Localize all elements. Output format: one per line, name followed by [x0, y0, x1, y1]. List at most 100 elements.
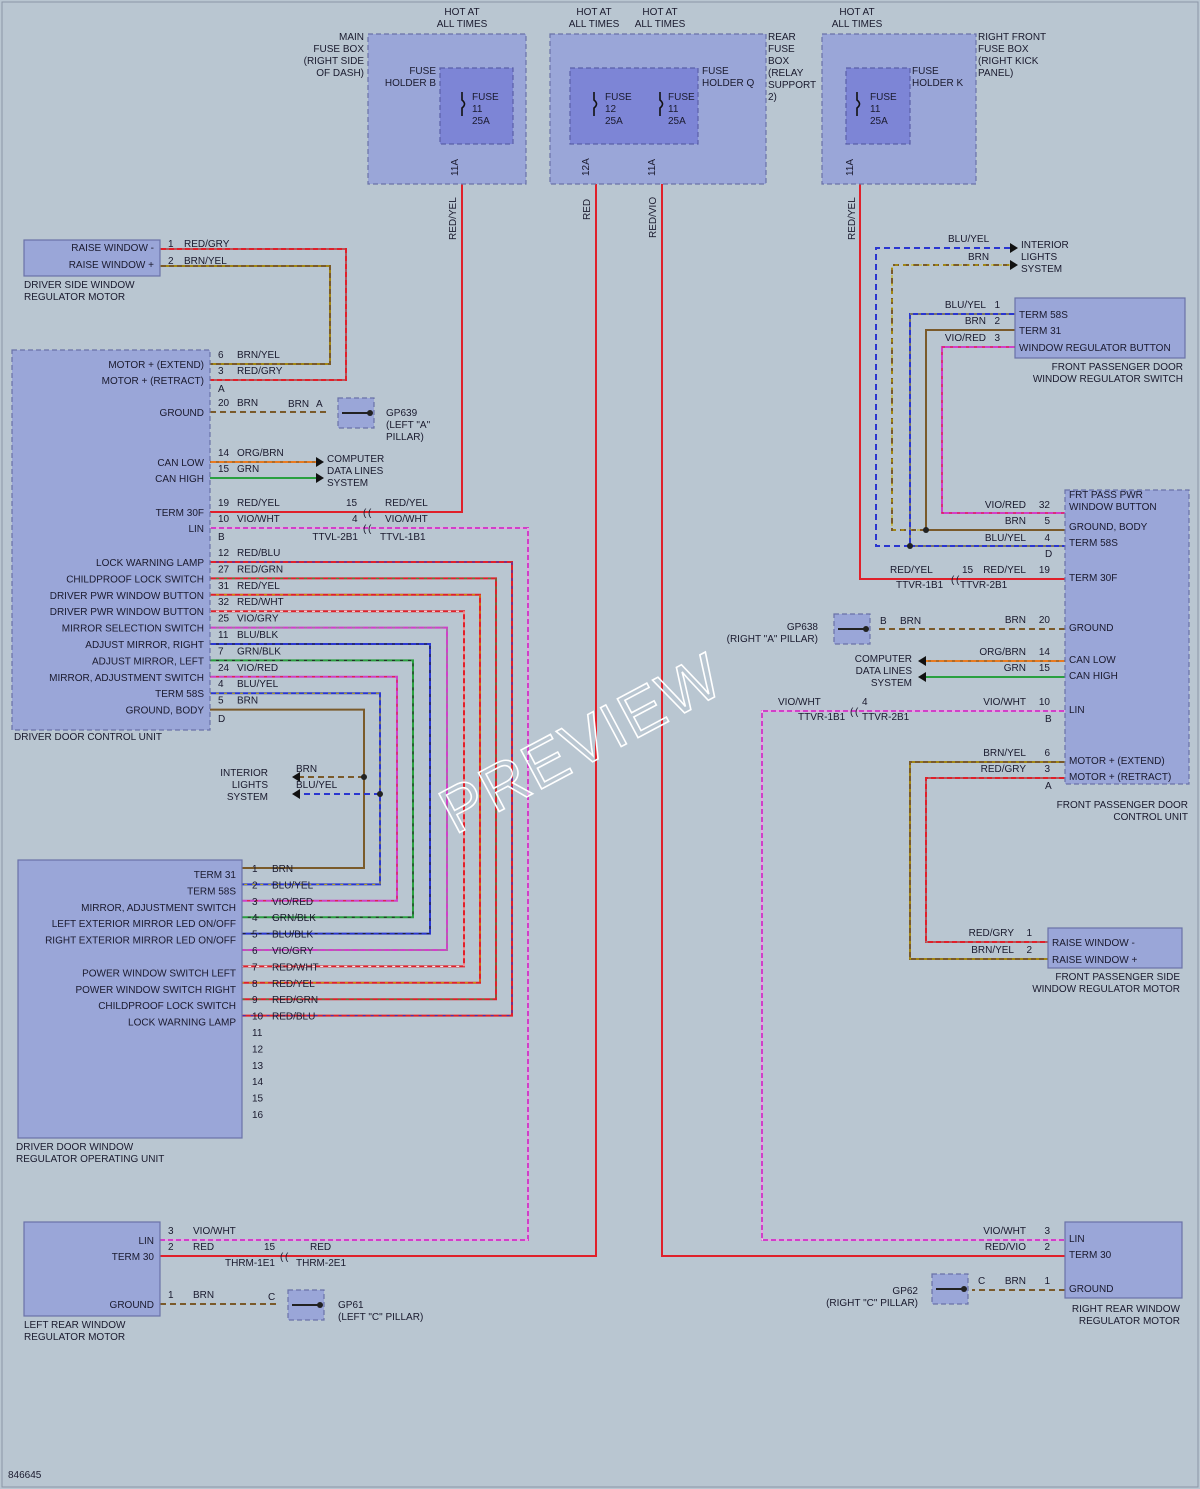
fpdwrs-pin-name: TERM 58S [1019, 310, 1068, 321]
fpdwrs-pin-num: 1 [994, 300, 1000, 311]
splice-dot [907, 543, 913, 549]
lrm-pin-num: 2 [168, 1242, 174, 1253]
label-line: GP61 [338, 1300, 364, 1311]
ddcu-conn-d: D [218, 714, 225, 725]
lrm-n15: 15 [264, 1242, 276, 1253]
ddwrou-pin-wire: RED/WHT [272, 962, 319, 973]
label-line: PILLAR) [386, 432, 424, 443]
ddcu-a-wire: RED/GRY [237, 366, 283, 377]
ddcu-d-wire: RED/WHT [237, 597, 284, 608]
ddcu-a-wire: BRN/YEL [237, 350, 280, 361]
fpdwrs-pin-num: 2 [994, 316, 1000, 327]
ddwrou-pin-num: 6 [252, 946, 258, 957]
gp638-wire: BRN [900, 616, 921, 627]
ddcu-b-name: TERM 30F [156, 508, 204, 519]
label-line: ALL TIMES [569, 19, 620, 30]
fpdcu-a-name: MOTOR + (EXTEND) [1069, 756, 1165, 767]
ddcu-d-wire: RED/GRN [237, 564, 283, 575]
wire-d-0-stripe [210, 561, 513, 1017]
ttvr-c1: TTVR-1B1 [896, 580, 944, 591]
ddcu-a-name: MOTOR + (RETRACT) [102, 376, 204, 387]
fuse-rear2 [659, 92, 664, 116]
left-rear-window-motor [23, 1221, 161, 1317]
fpdcu-b-wire: ORG/BRN [979, 647, 1026, 658]
gp638-conn: B [880, 616, 887, 627]
label-line: ALL TIMES [832, 19, 883, 30]
dsw-pin-num: 2 [168, 256, 174, 267]
fuse-holder-b [439, 67, 514, 145]
dsw-pin-name: RAISE WINDOW + [69, 260, 154, 271]
label-line: OF DASH) [316, 68, 364, 79]
ddwrou-pin-name: LOCK WARNING LAMP [128, 1018, 236, 1029]
ground-point [367, 410, 373, 416]
ddwrou-pin-name: POWER WINDOW SWITCH RIGHT [75, 985, 236, 996]
wire-rear-term30 [160, 148, 597, 1257]
fpdcu-b-num: 10 [1039, 697, 1051, 708]
can-high-arrow-left [316, 473, 324, 483]
ttvl-conn-1: ( [363, 508, 367, 519]
label-line: CONTROL UNIT [1113, 812, 1188, 823]
fpdcu-b-num: 19 [1039, 565, 1051, 576]
ddwrou-pin-num: 14 [252, 1077, 264, 1088]
ddcu-b-num: 10 [218, 514, 230, 525]
wire-d-3-stripe [210, 610, 465, 967]
ddcu-d-num: 11 [218, 630, 229, 641]
lrm-pin-num: 1 [168, 1290, 174, 1301]
ils-right-arrow-2 [1010, 260, 1018, 270]
fpdcu-d-name: TERM 58S [1069, 538, 1118, 549]
ils-left-w2: BLU/YEL [296, 780, 338, 791]
ttvl-conn-1b: ( [368, 508, 372, 519]
ddcu-b-wire: VIO/WHT [237, 514, 280, 525]
fpdcu-b-num: 14 [1039, 647, 1051, 658]
rrm-pin-name: GROUND [1069, 1284, 1113, 1295]
lrm-pin-name: TERM 30 [112, 1252, 155, 1263]
label-line: DATA LINES [327, 466, 384, 477]
label-line: REGULATOR OPERATING UNIT [16, 1154, 164, 1165]
gp639-conn: A [316, 399, 323, 410]
label-line: RIGHT FRONT [978, 32, 1046, 43]
ddwrou-pin-wire: VIO/RED [272, 897, 313, 908]
fpdcu-d-wire: BRN [1005, 516, 1026, 527]
ddwrou-pin-num: 15 [252, 1094, 264, 1105]
ddcu-d-name: ADJUST MIRROR, LEFT [92, 656, 204, 667]
ttvl-w1: RED/YEL [385, 498, 428, 509]
ttvl-c2: TTVL-1B1 [380, 532, 426, 543]
fpdcu-b-wire: GRN [1004, 663, 1026, 674]
right-rear-window-motor [1064, 1221, 1183, 1299]
label-line: FRONT PASSENGER SIDE [1055, 972, 1180, 983]
ddcu-b-num: 19 [218, 498, 230, 509]
label-line: COMPUTER [327, 454, 384, 465]
ground-point [317, 1302, 323, 1308]
thrm-conn: ( [280, 1252, 284, 1263]
ddcu-b-name: GROUND [160, 408, 204, 419]
label-line: FUSE [912, 66, 939, 77]
fpdcu-d-num: 4 [1044, 533, 1050, 544]
gp639-label: GP639(LEFT "A"PILLAR) [386, 408, 431, 443]
rrm-pin-wire: BRN [1005, 1276, 1026, 1287]
ddcu-d-wire: VIO/RED [237, 663, 278, 674]
wire-fpsm-brnyel [909, 761, 1065, 960]
lrm-pin-wire: BRN [193, 1290, 214, 1301]
label-line: HOT AT [444, 7, 479, 18]
fpsm-pin-wire: BRN/YEL [971, 945, 1014, 956]
ddcu-d-wire: RED/BLU [237, 548, 280, 559]
label-line: GP62 [892, 1286, 918, 1297]
label-line: 11 [472, 104, 483, 115]
label-line: HOT AT [642, 7, 677, 18]
rf-pin-label: 11A [845, 159, 856, 176]
label-line: FUSE [768, 44, 795, 55]
fpdcu-a-num: 3 [1044, 764, 1050, 775]
ddcu-d-name: DRIVER PWR WINDOW BUTTON [50, 607, 204, 618]
label-line: INTERIOR [220, 768, 268, 779]
ils-right-w1: BLU/YEL [948, 234, 990, 245]
label-line: FUSE [472, 92, 499, 103]
ils-left-arrow-2 [292, 789, 300, 799]
label-line: DRIVER SIDE WINDOW [24, 280, 135, 291]
